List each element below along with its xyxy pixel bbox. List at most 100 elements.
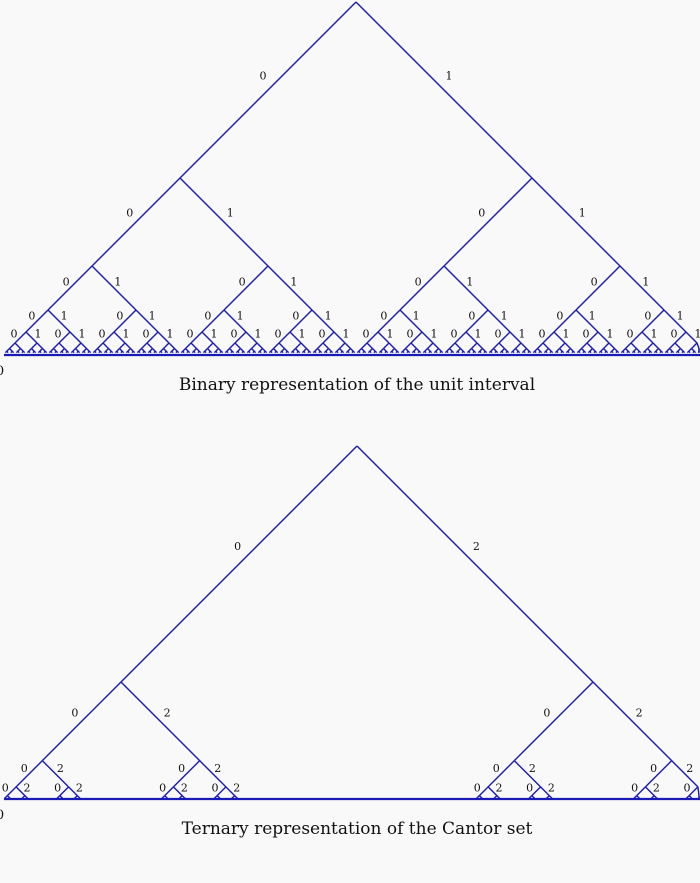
ternary-branch-label-19: 2 (529, 762, 536, 775)
binary-branch-label-12: 0 (116, 310, 123, 323)
binary-edge-405 (564, 342, 571, 349)
binary-edge-243 (344, 342, 351, 349)
ternary-edge-13 (68, 786, 78, 797)
binary-edge-499 (691, 348, 695, 352)
ternary-branch-label-8: 0 (54, 781, 61, 794)
binary-edge-399 (548, 348, 552, 352)
binary-edge-161 (215, 350, 218, 354)
binary-edge-166 (229, 342, 236, 349)
binary-edge-155 (204, 350, 207, 354)
binary-edge-37 (44, 350, 48, 354)
binary-edge-229 (322, 342, 329, 349)
binary-edge-103 (146, 342, 153, 349)
binary-edge-430 (587, 350, 591, 354)
ternary-edge-26 (216, 786, 227, 797)
binary-edge-382 (527, 350, 530, 354)
ternary-edge-19 (199, 760, 227, 788)
binary-edge-404 (559, 342, 566, 349)
binary-edge-371 (520, 342, 527, 349)
ternary-branch-label-17: 2 (636, 707, 643, 720)
ternary-branch-label-15: 2 (233, 781, 240, 794)
binary-edge-380 (521, 350, 525, 354)
binary-edge-111 (152, 348, 156, 352)
ternary-edge-21 (172, 786, 183, 797)
ternary-branch-label-10: 0 (178, 762, 185, 775)
binary-edge-471 (644, 350, 647, 354)
binary-edge-33 (42, 348, 46, 352)
binary-edge-44 (48, 350, 52, 354)
binary-edge-253 (347, 350, 350, 354)
binary-edge-293 (421, 331, 434, 344)
binary-edge-105 (141, 348, 145, 352)
binary-edge-81 (108, 348, 112, 352)
ternary-branch-label-23: 2 (548, 781, 555, 794)
ternary-branch-label-21: 2 (495, 781, 502, 794)
binary-edge-261 (399, 309, 423, 333)
binary-edge-407 (559, 348, 563, 352)
binary-edge-153 (207, 348, 211, 352)
binary-edge-98 (131, 350, 134, 354)
binary-edge-313 (424, 350, 427, 354)
binary-edge-477 (655, 350, 658, 354)
binary-edge-6 (25, 309, 49, 333)
binary-edge-170 (224, 350, 228, 354)
binary-edge-492 (675, 350, 679, 354)
binary-branch-label-41: 1 (431, 328, 438, 341)
binary-edge-46 (54, 350, 57, 354)
binary-edge-163 (220, 350, 224, 354)
binary-edge-64 (81, 350, 85, 354)
binary-branch-label-56: 0 (644, 310, 651, 323)
binary-edge-112 (147, 350, 151, 354)
binary-edge-501 (688, 350, 691, 354)
binary-branch-label-24: 0 (231, 328, 238, 341)
binary-branch-label-33: 1 (579, 207, 586, 220)
binary-branch-label-1: 1 (445, 69, 452, 82)
binary-branch-label-46: 0 (495, 328, 502, 341)
binary-edge-16 (10, 350, 13, 354)
ternary-edge-6 (6, 786, 17, 797)
binary-branch-label-43: 1 (501, 310, 508, 323)
ternary-tree-branch-labels: 020202020202020202020202020202 (2, 540, 693, 794)
binary-edge-120 (158, 350, 162, 354)
binary-edge-228 (317, 342, 324, 349)
binary-edge-107 (138, 350, 141, 354)
binary-branch-label-42: 0 (468, 310, 475, 323)
binary-edge-179 (242, 350, 246, 354)
binary-edge-391 (542, 342, 549, 349)
binary-edge-323 (487, 309, 511, 333)
binary-edge-463 (633, 350, 636, 354)
binary-edge-414 (565, 350, 569, 354)
binary-edge-109 (143, 350, 147, 354)
binary-edge-374 (510, 350, 514, 354)
binary-edge-141 (182, 350, 185, 354)
binary-branch-label-51: 1 (589, 310, 596, 323)
binary-edge-279 (388, 342, 395, 349)
binary-edge-400 (543, 350, 547, 354)
ternary-edge-57 (697, 786, 700, 796)
binary-edge-157 (209, 350, 213, 354)
binary-edge-139 (185, 348, 189, 352)
binary-edge-354 (498, 331, 511, 344)
binary-edge-20 (15, 350, 19, 354)
binary-edge-199 (278, 342, 285, 349)
binary-edge-15 (6, 350, 9, 354)
binary-edge-401 (545, 350, 548, 354)
binary-edge-386 (553, 309, 577, 333)
ternary-branch-label-28: 0 (684, 781, 691, 794)
binary-edge-165 (245, 331, 258, 344)
binary-edge-169 (229, 348, 233, 352)
binary-edge-69 (135, 309, 159, 333)
ternary-branch-label-1: 2 (473, 540, 480, 553)
binary-edge-5 (91, 265, 137, 311)
binary-edge-387 (575, 309, 599, 333)
ternary-edge-50 (636, 786, 646, 797)
binary-branch-label-17: 1 (167, 328, 174, 341)
binary-edge-108 (142, 350, 145, 354)
ternary-edge-34 (487, 760, 515, 788)
binary-edge-457 (622, 350, 625, 354)
binary-edge-219 (297, 350, 301, 354)
binary-edge-408 (554, 350, 558, 354)
binary-edge-91 (116, 350, 119, 354)
